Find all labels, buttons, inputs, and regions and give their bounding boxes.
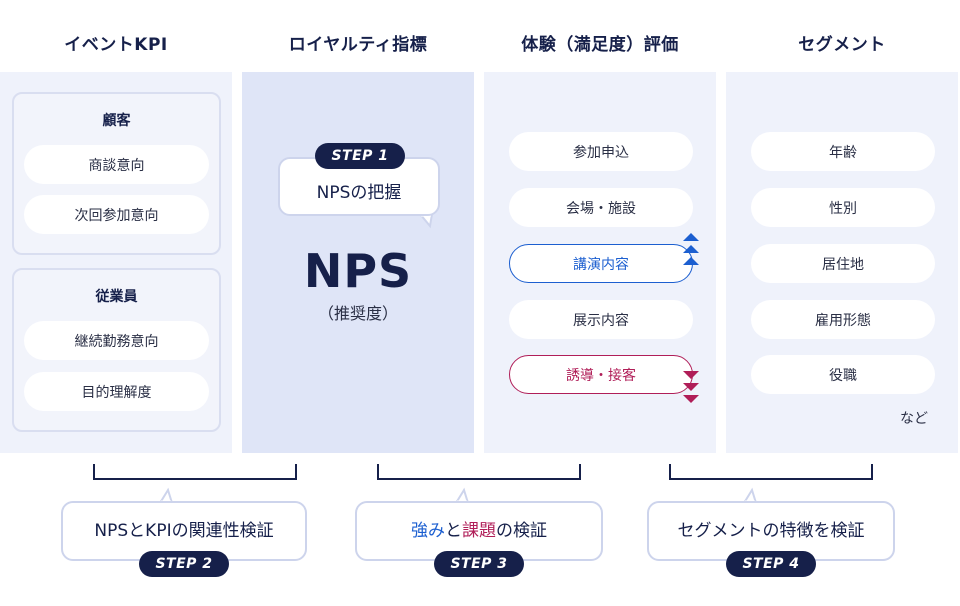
step1-bubble-text: NPSの把握 [316,183,402,203]
column-title-loyalty: ロイヤルティ指標 [288,35,428,55]
segment-etc-label: など [900,411,928,427]
bracket-loyalty-experience [377,464,581,480]
issue-down-arrows-icon [683,371,699,403]
step1-badge: STEP 1 [315,143,405,169]
bracket-experience-segment [669,464,873,480]
step3-connector-word: と [445,520,462,541]
strength-up-arrows-icon [683,233,699,265]
column-panel-loyalty [242,72,474,453]
column-title-kpi: イベントKPI [64,35,168,55]
step3-issue-word: 課題 [462,520,496,541]
experience-item-exhibition: 展示内容 [509,300,693,339]
step4-badge: STEP 4 [726,551,816,577]
experience-item-lecture-strength: 講演内容 [509,244,693,283]
kpi-item-revisit-intent: 次回参加意向 [24,195,209,234]
step3-badge: STEP 3 [434,551,524,577]
kpi-group-employee-title: 従業員 [95,289,138,305]
segment-item-age: 年齢 [751,132,935,171]
segment-item-gender: 性別 [751,188,935,227]
nps-subtitle: （推奨度） [317,304,398,323]
kpi-item-purpose-understanding: 目的理解度 [24,372,209,411]
experience-item-registration: 参加申込 [509,132,693,171]
kpi-group-customer-title: 顧客 [102,113,131,129]
column-title-segment: セグメント [798,35,886,55]
step3-bubble-text: 強みと課題の検証 [411,516,547,541]
segment-item-residence: 居住地 [751,244,935,283]
step2-bubble-text: NPSとKPIの関連性検証 [94,520,274,541]
step3-strength-word: 強み [411,520,445,541]
step2-badge: STEP 2 [139,551,229,577]
nps-title: NPS [303,244,413,298]
kpi-item-business-intent: 商談意向 [24,145,209,184]
bracket-kpi-loyalty [93,464,297,480]
step4-bubble-text: セグメントの特徴を検証 [677,520,865,541]
step3-suffix-word: の検証 [496,520,547,541]
kpi-item-retention-intent: 継続勤務意向 [24,321,209,360]
segment-item-position: 役職 [751,355,935,394]
experience-item-venue: 会場・施設 [509,188,693,227]
column-title-experience: 体験（満足度）評価 [521,35,679,55]
segment-item-employment-type: 雇用形態 [751,300,935,339]
experience-item-guidance-issue: 誘導・接客 [509,355,693,394]
